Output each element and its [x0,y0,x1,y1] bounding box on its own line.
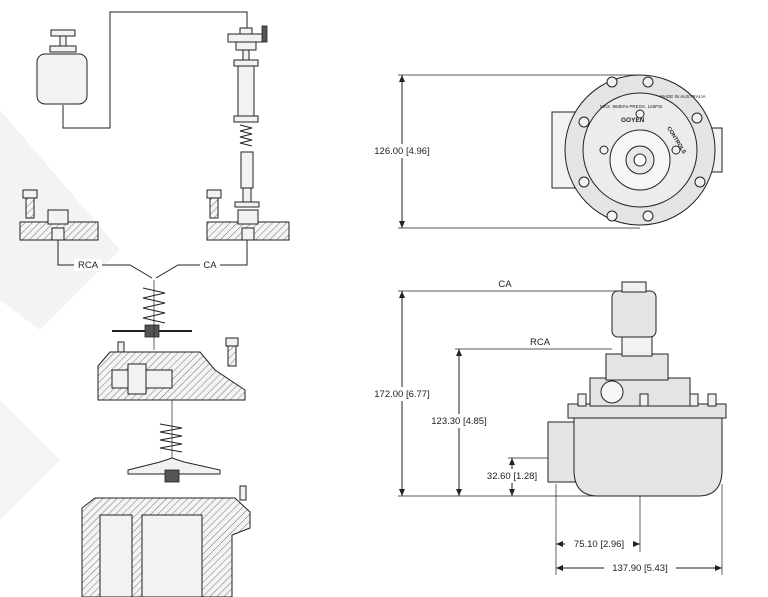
origin-note: MADE IN AUSTRALIA [660,94,707,99]
valve-body [573,411,723,497]
ca-label-right: CA [498,279,512,290]
dim-height-port: 32.60 [1.28] [487,471,537,482]
valve-body [81,497,251,597]
cover-plate-ca [206,209,290,241]
dim-height-total: 172.00 [6.77] [374,389,429,400]
pilot-body [97,351,246,401]
background-chevron [0,400,60,520]
solenoid-assembly [227,25,268,208]
side-view: CA RCA 172.00 [6.77] 123.30 [4.85] 32.60… [366,279,727,575]
dim-width-half: 75.10 [2.96] [574,539,624,550]
dim-height-top: 126.00 [4.96] [374,146,429,157]
bolt-shank [227,345,237,367]
rca-label-right: RCA [530,337,551,348]
ca-label-left: CA [203,260,217,271]
dim-height-rca: 123.30 [4.85] [431,416,486,427]
pin [239,485,247,501]
bolt-head [225,337,239,347]
main-spring-lower [159,423,183,453]
rca-label-left: RCA [78,260,99,271]
top-view: 126.00 [4.96] MAX. 860kPa PRESS. 125PSI [366,74,723,229]
main-diaphragm [127,457,221,483]
solenoid-base [605,353,669,381]
bolt [22,189,38,219]
cover-plate-rca [19,209,99,241]
pilot-spring [239,124,253,147]
exploded-view: RCA CA [19,11,290,597]
solenoid-coil [611,290,657,338]
cable [62,11,248,129]
remote-pilot [36,29,88,105]
brand-text: GOYEN [621,117,645,124]
pressure-note: MAX. 860kPa PRESS. 125PSI [600,104,663,109]
dim-width-total: 137.90 [5.43] [612,563,667,574]
pilot-diaphragm [112,280,192,350]
bolt [206,189,222,219]
cover-bolts [578,76,706,222]
